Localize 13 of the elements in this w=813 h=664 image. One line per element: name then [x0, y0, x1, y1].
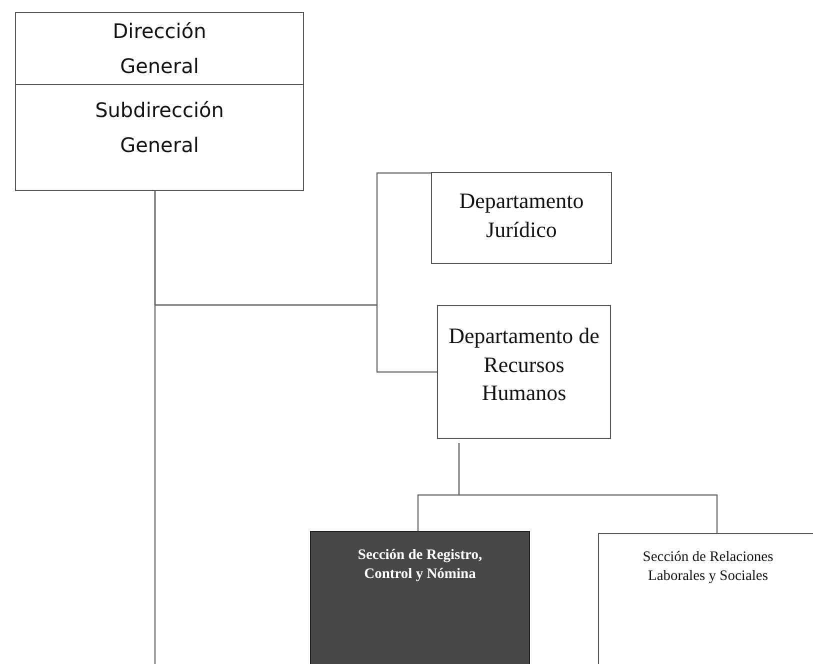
org-box — [437, 305, 611, 439]
box-label: Sección de Registro, Control y Nómina — [356, 546, 484, 584]
box-label: Sección de Relaciones Laborales y Sociales — [642, 548, 774, 586]
connector-line — [458, 443, 718, 533]
box-label: Departamento Jurídico — [458, 187, 585, 244]
org-box — [431, 172, 612, 264]
box-title: Dirección General — [112, 18, 208, 80]
connector-line — [154, 191, 156, 664]
org-box — [598, 533, 813, 664]
highlighted-box — [310, 531, 530, 664]
org-box — [15, 12, 304, 191]
box-label: Departamento de Recursos Humanos — [448, 322, 600, 408]
box-subtitle: Subdirección General — [94, 97, 225, 159]
